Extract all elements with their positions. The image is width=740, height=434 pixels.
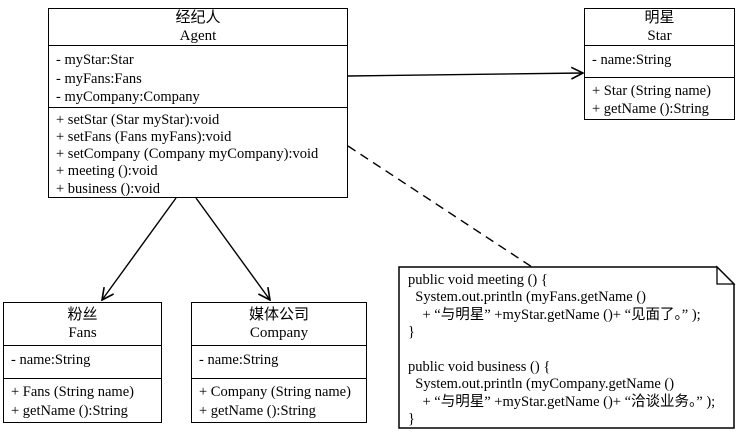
- code-line: System.out.println (myFans.getName (): [408, 289, 647, 306]
- class-company: 媒体公司 Company - name:String + Company (St…: [191, 302, 367, 423]
- class-star: 明星 Star - name:String + Star (String nam…: [584, 8, 735, 120]
- class-agent-name-en: Agent: [179, 28, 217, 44]
- class-star-name-cn: 明星: [644, 10, 675, 27]
- method-line: + setFans (Fans myFans):void: [56, 128, 232, 145]
- association-agent-fans: [102, 197, 177, 300]
- class-star-attributes: - name:String: [585, 46, 734, 78]
- class-star-title: 明星 Star: [585, 9, 734, 47]
- association-agent-company: [195, 197, 270, 300]
- method-line: + meeting ():void: [56, 163, 158, 180]
- note-shape: [398, 266, 735, 429]
- code-line: + “与明星” +myStar.getName ()+ “见面了。” );: [408, 306, 701, 323]
- attribute-line: - myFans:Fans: [56, 70, 142, 87]
- class-fans-attributes: - name:String: [4, 346, 161, 379]
- code-line: public void business () {: [408, 359, 551, 376]
- attribute-line: - myCompany:Company: [56, 89, 200, 106]
- method-line: + getName ():String: [11, 402, 128, 419]
- attribute-line: - myStar:Star: [56, 52, 134, 68]
- code-line: System.out.println (myCompany.getName (): [408, 376, 675, 393]
- method-line: + setCompany (Company myCompany):void: [56, 146, 319, 163]
- attribute-line: - name:String: [592, 52, 672, 69]
- class-agent-title: 经纪人 Agent: [49, 9, 347, 46]
- class-company-name-cn: 媒体公司: [248, 307, 309, 323]
- class-company-methods: + Company (String name) + getName ():Stri…: [192, 379, 366, 422]
- method-line: + setStar (Star myStar):void: [56, 111, 220, 128]
- method-line: + Star (String name): [592, 82, 711, 99]
- class-agent-name-cn: 经纪人: [175, 10, 221, 26]
- attribute-line: - name:String: [11, 352, 91, 368]
- class-company-title: 媒体公司 Company: [192, 303, 366, 346]
- code-line: + “与明星” +myStar.getName ()+ “洽谈业务。” );: [408, 393, 716, 410]
- class-star-methods: + Star (String name) + getName ():String: [585, 78, 734, 119]
- method-line: + Company (String name): [199, 384, 351, 400]
- class-fans-name-en: Fans: [68, 325, 97, 341]
- method-line: + Fans (String name): [11, 384, 134, 400]
- class-fans-title: 粉丝 Fans: [4, 303, 161, 346]
- code-line: }: [408, 411, 415, 428]
- class-company-attributes: - name:String: [192, 346, 366, 379]
- class-agent: 经纪人 Agent - myStar:Star- myFans:Fans- my…: [48, 8, 348, 198]
- code-line: }: [408, 324, 415, 341]
- method-line: + getName ():String: [199, 402, 316, 419]
- code-line: [408, 342, 730, 359]
- class-agent-attributes: - myStar:Star - myFans:Fans - myCompany:Co…: [49, 46, 347, 108]
- method-line: + business ():void: [56, 180, 161, 197]
- code-note: public void meeting () { System.out.prin…: [399, 267, 734, 428]
- association-agent-star: [347, 73, 583, 76]
- class-star-name-en: Star: [647, 28, 672, 45]
- method-line: + getName ():String: [592, 101, 709, 118]
- class-fans: 粉丝 Fans - name:String + Fans (String nam…: [3, 302, 162, 423]
- class-company-name-en: Company: [249, 325, 309, 341]
- class-fans-methods: + Fans (String name) + getName ():String: [4, 379, 161, 422]
- note-anchor-line: [347, 145, 533, 268]
- class-fans-name-cn: 粉丝: [67, 307, 98, 323]
- attribute-line: - name:String: [199, 352, 279, 368]
- class-agent-methods: + setStar (Star myStar):void+ setFans (F…: [49, 108, 347, 198]
- note-fold-corner: [716, 265, 736, 285]
- code-line: public void meeting () {: [408, 272, 548, 288]
